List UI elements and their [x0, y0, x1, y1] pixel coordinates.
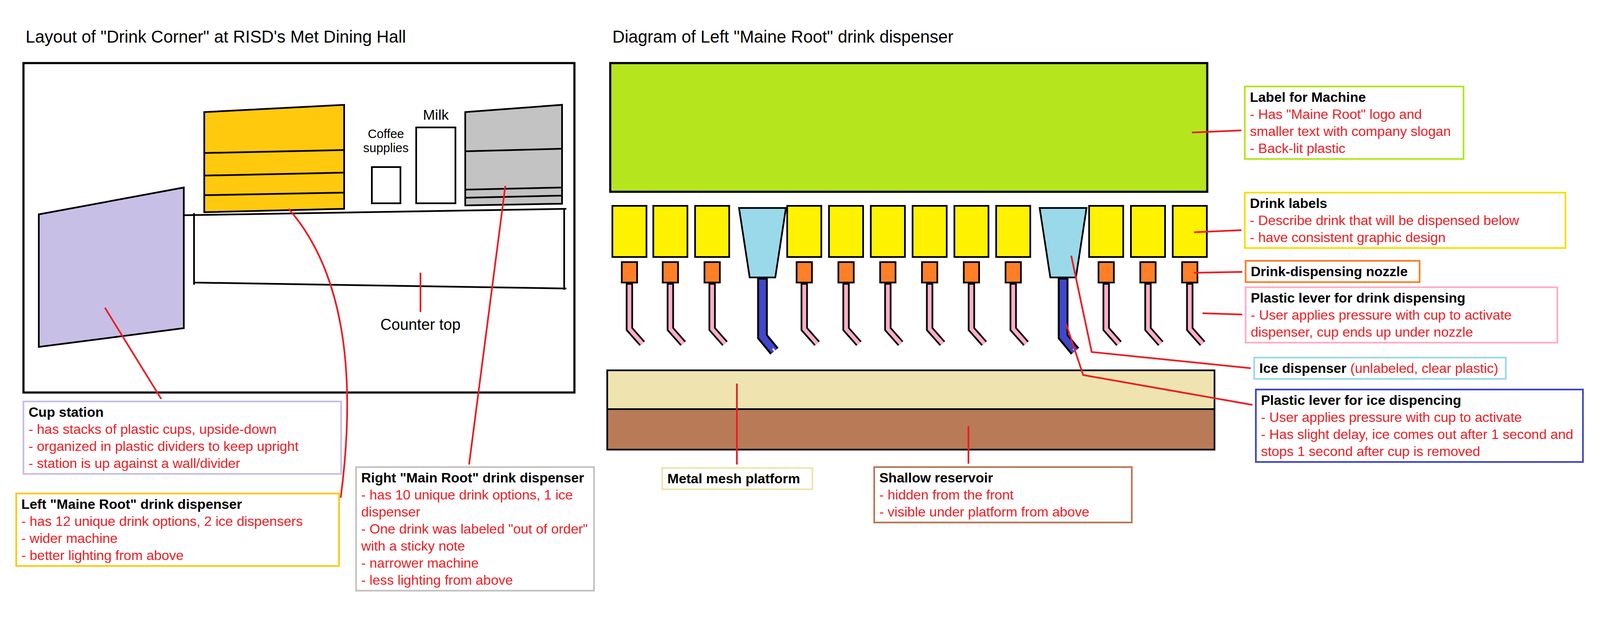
counter-edge: [194, 282, 567, 289]
leader-line: [1071, 255, 1251, 369]
drink-unit: [1089, 205, 1124, 344]
left-dispenser-shape: [204, 104, 345, 213]
callout-heading: Ice dispenser: [1259, 360, 1347, 377]
labeled-box: Coffee supplies: [356, 127, 416, 205]
callout-bullet: - narrower machine: [361, 554, 589, 572]
callout-bullet: - has 12 unique drink options, 2 ice dis…: [21, 513, 334, 531]
callout-box: Drink labels- Describe drink that will b…: [1243, 191, 1567, 250]
dispenser-stripe: [204, 172, 345, 176]
leader-line: [1066, 324, 1253, 406]
drink-unit: [1130, 205, 1166, 344]
drink-unit: [653, 205, 688, 344]
mesh-platform-shape: [607, 370, 1215, 410]
page-heading: Diagram of Left "Maine Root" drink dispe…: [612, 26, 954, 47]
counter-edge: [193, 213, 195, 285]
callout-box: Left "Maine Root" drink dispenser- has 1…: [15, 492, 340, 568]
reservoir-shape: [607, 409, 1215, 450]
dispenser-stripe: [204, 192, 345, 196]
callout-bullet: - hidden from the front: [879, 486, 1127, 504]
part-label: Counter top: [380, 315, 461, 334]
supply-box: [371, 166, 402, 205]
leader-line: [967, 426, 970, 464]
callout-heading: Right "Main Root" drink dispenser: [361, 469, 589, 487]
callout-bullet: - station is up against a wall/divider: [28, 455, 337, 473]
callout-heading: Drink labels: [1249, 194, 1561, 212]
callout-heading: Shallow reservoir: [879, 469, 1127, 487]
callout-box: Shallow reservoir- hidden from the front…: [873, 466, 1133, 524]
drink-unit: [870, 205, 905, 344]
callout-heading: Left "Maine Root" drink dispenser: [21, 495, 334, 514]
drink-unit: [828, 205, 864, 344]
callout-heading: Metal mesh platform: [667, 470, 808, 488]
leader-line: [419, 272, 422, 313]
drink-unit: [1172, 205, 1207, 344]
callout-heading: Plastic lever for drink dispensing: [1250, 289, 1553, 307]
callout-bullet: - organized in plastic dividers to keep …: [28, 437, 337, 456]
callout-bullet: - wider machine: [21, 530, 334, 548]
layout-frame: [23, 63, 575, 393]
callout-heading: Label for Machine: [1249, 88, 1459, 106]
callout-box: Right "Main Root" drink dispenser- has 1…: [355, 466, 595, 592]
callout-bullet: - User applies pressure with cup to acti…: [1250, 306, 1553, 341]
callout-box: Ice dispenser(unlabeled, clear plastic): [1253, 356, 1507, 380]
callout-bullet: - Has "Maine Root" logo and smaller text…: [1249, 105, 1459, 140]
callout-bullet: - Describe drink that will be dispensed …: [1249, 211, 1561, 229]
callout-bullet: - better lighting from above: [21, 547, 334, 565]
callout-bullet: - One drink was labeled "out of order" w…: [361, 520, 589, 555]
dispenser-stripe: [465, 148, 563, 152]
callout-bullet: - visible under platform from above: [879, 503, 1127, 521]
ice-unit: [1039, 208, 1087, 354]
callout-note: (unlabeled, clear plastic): [1350, 360, 1499, 377]
drink-unit: [787, 205, 822, 344]
callout-bullet: - User applies pressure with cup to acti…: [1260, 408, 1578, 427]
leader-line: [1194, 230, 1242, 233]
drink-unit: [954, 205, 989, 344]
leader-line: [1191, 130, 1242, 133]
callout-line: Ice dispenser(unlabeled, clear plastic): [1259, 359, 1501, 377]
callout-bullet: - has stacks of plastic cups, upside-dow…: [28, 420, 337, 438]
counter-edge: [183, 208, 567, 216]
supply-box: [415, 126, 457, 205]
drink-unit: [612, 205, 647, 344]
callout-box: Cup station- has stacks of plastic cups,…: [22, 400, 343, 476]
callout-box: Metal mesh platform: [661, 467, 814, 491]
callout-box: Drink-dispensing nozzle: [1244, 260, 1421, 284]
callout-heading: Drink-dispensing nozzle: [1250, 263, 1415, 281]
callout-bullet: - has 10 unique drink options, 1 ice dis…: [361, 486, 589, 521]
box-label: Coffee supplies: [356, 127, 416, 156]
leader-line: [104, 307, 162, 400]
dispenser-stripe: [465, 195, 563, 198]
page-heading: Layout of "Drink Corner" at RISD's Met D…: [25, 26, 406, 47]
callout-bullet: - have consistent graphic design: [1249, 228, 1561, 247]
ice-unit: [739, 208, 786, 354]
callout-heading: Plastic lever for ice dispencing: [1260, 391, 1578, 409]
leader-line: [736, 383, 738, 465]
labeled-box: Milk: [410, 106, 462, 205]
counter-edge: [563, 209, 566, 290]
drink-unit: [996, 205, 1031, 344]
leader-line: [469, 185, 506, 465]
box-label: Milk: [410, 106, 462, 124]
callout-box: Label for Machine- Has "Maine Root" logo…: [1243, 85, 1465, 160]
drink-unit: [695, 205, 730, 344]
callout-heading: Cup station: [28, 403, 337, 421]
leader-line: [1202, 313, 1243, 315]
machine-label-panel: [610, 63, 1208, 192]
cup-station-shape: [38, 187, 184, 348]
dispenser-stripe: [465, 187, 563, 190]
callout-bullet: - Has slight delay, ice comes out after …: [1260, 426, 1578, 461]
callout-box: Plastic lever for ice dispencing- User a…: [1255, 388, 1584, 464]
drink-unit: [912, 205, 947, 344]
callout-bullet: - less lighting from above: [361, 571, 589, 589]
callout-box: Plastic lever for drink dispensing- User…: [1244, 286, 1559, 344]
callout-bullet: - Back-lit plastic: [1249, 139, 1459, 157]
right-dispenser-shape: [465, 104, 563, 206]
leader-line: [1194, 272, 1243, 273]
dispenser-stripe: [204, 150, 345, 154]
